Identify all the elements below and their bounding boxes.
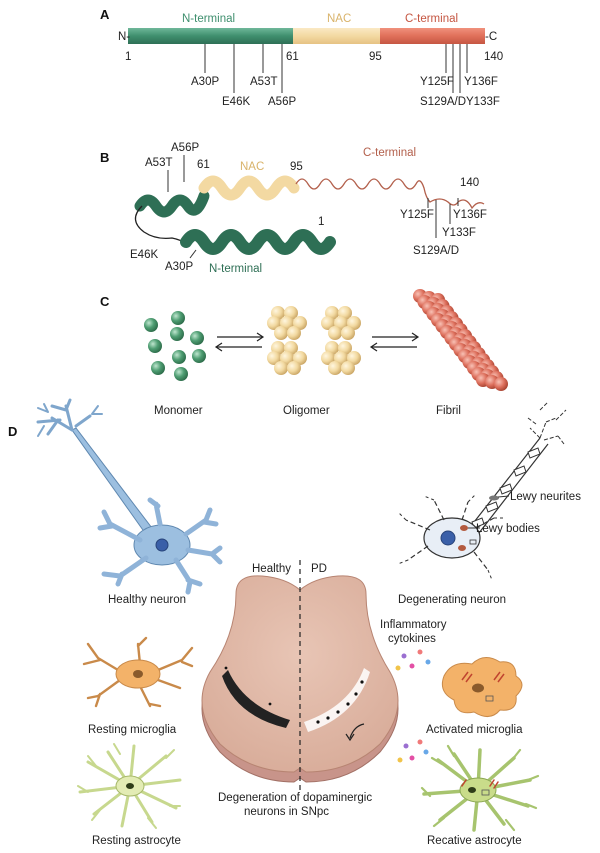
b-a56p: A56P (171, 142, 199, 154)
fibril-stack (413, 289, 508, 391)
panel-c: C (100, 289, 508, 417)
phospho-y136f: Y136F (464, 76, 498, 88)
lewy-neurites-label: Lewy neurites (510, 491, 581, 503)
degeneration-label-line2: neurons in SNpc (244, 806, 329, 818)
cytokines-label-line1: Inflammatory (380, 619, 447, 631)
b-nac-label: NAC (240, 161, 264, 173)
position-1-label: 1 (125, 51, 131, 63)
lewy-bodies-label: Lewy bodies (476, 523, 540, 535)
panel-label-b: B (100, 150, 109, 165)
n-terminal-region-bar (128, 28, 293, 44)
b-a30p: A30P (165, 261, 193, 273)
resting-microglia-drawing (82, 636, 194, 708)
mutation-e46k: E46K (222, 96, 250, 108)
healthy-neuron-drawing (36, 398, 223, 595)
cytokines-label-line2: cytokines (388, 633, 436, 645)
phospho-y133f: Y133F (466, 96, 500, 108)
resting-astrocyte-drawing (77, 743, 182, 829)
panel-label-d: D (8, 424, 17, 439)
n-end-label: N- (118, 31, 130, 43)
b-pos-140: 140 (460, 177, 479, 189)
b-pos-1: 1 (318, 216, 324, 228)
b-pos-95: 95 (290, 161, 303, 173)
resting-astrocyte-label: Resting astrocyte (92, 835, 181, 847)
b-y125f: Y125F (400, 209, 434, 221)
healthy-neuron-label: Healthy neuron (108, 594, 186, 606)
panel-label-c: C (100, 294, 110, 309)
arrows-oligomer-fibril (369, 332, 420, 352)
position-95-label: 95 (369, 51, 382, 63)
mutation-a53t: A53T (250, 76, 278, 88)
phospho-y125f: Y125F (420, 76, 454, 88)
b-a30p-tick (189, 249, 197, 259)
b-s129: S129A/D (413, 245, 459, 257)
monomer-label: Monomer (154, 405, 203, 417)
cytokine-dots (395, 649, 431, 763)
resting-microglia-label: Resting microglia (88, 724, 177, 736)
b-c-terminal-label: C-terminal (363, 147, 416, 159)
oligomer-group (267, 306, 361, 375)
c-terminal-region-bar (380, 28, 485, 44)
pd-side-label: PD (311, 563, 327, 575)
nac-region-bar (293, 28, 380, 44)
b-phospho-ticks (427, 198, 459, 238)
b-n-terminal-label: N-terminal (209, 263, 262, 275)
midbrain-section (201, 560, 399, 790)
helix-n-upper (134, 190, 210, 218)
panel-b: B A56P A53T 61 NAC 95 C-terminal 140 1 E… (100, 142, 487, 275)
degeneration-label-line1: Degeneration of dopaminergic (218, 792, 372, 804)
n-terminal-title: N-terminal (182, 13, 235, 25)
helix-n-lower (180, 229, 336, 255)
c-terminal-tail (295, 178, 485, 210)
reactive-astrocyte-drawing (420, 744, 540, 832)
monomer-group (144, 311, 206, 381)
nac-title: NAC (327, 13, 351, 25)
degenerating-neuron-drawing (397, 401, 567, 581)
b-e46k: E46K (130, 249, 158, 261)
arrows-monomer-oligomer (214, 332, 265, 352)
activated-microglia-label: Activated microglia (426, 724, 523, 736)
oligomer-label: Oligomer (283, 405, 330, 417)
panel-d: D Healthy neuron (8, 398, 581, 847)
activated-microglia-drawing (441, 657, 523, 717)
fibril-sphere (494, 377, 508, 391)
b-y133f: Y133F (442, 227, 476, 239)
c-terminal-title: C-terminal (405, 13, 458, 25)
reactive-astrocyte-label: Recative astrocyte (427, 835, 522, 847)
panel-label-a: A (100, 7, 110, 22)
position-140-label: 140 (484, 51, 503, 63)
c-end-label: -C (485, 31, 497, 43)
mutation-a30p: A30P (191, 76, 219, 88)
helix-nac (198, 175, 300, 201)
b-y136f: Y136F (453, 209, 487, 221)
healthy-side-label: Healthy (252, 563, 291, 575)
phospho-s129: S129A/D (420, 96, 466, 108)
panel-a: A N- -C N-terminal NAC C-terminal 1 61 9… (100, 7, 503, 108)
fibril-label: Fibril (436, 405, 461, 417)
position-61-label: 61 (286, 51, 299, 63)
b-pos-61: 61 (197, 159, 210, 171)
degenerating-neuron-label: Degenerating neuron (398, 594, 506, 606)
mutation-ticks (204, 44, 468, 93)
mutation-a56p: A56P (268, 96, 296, 108)
b-a53t: A53T (145, 157, 173, 169)
